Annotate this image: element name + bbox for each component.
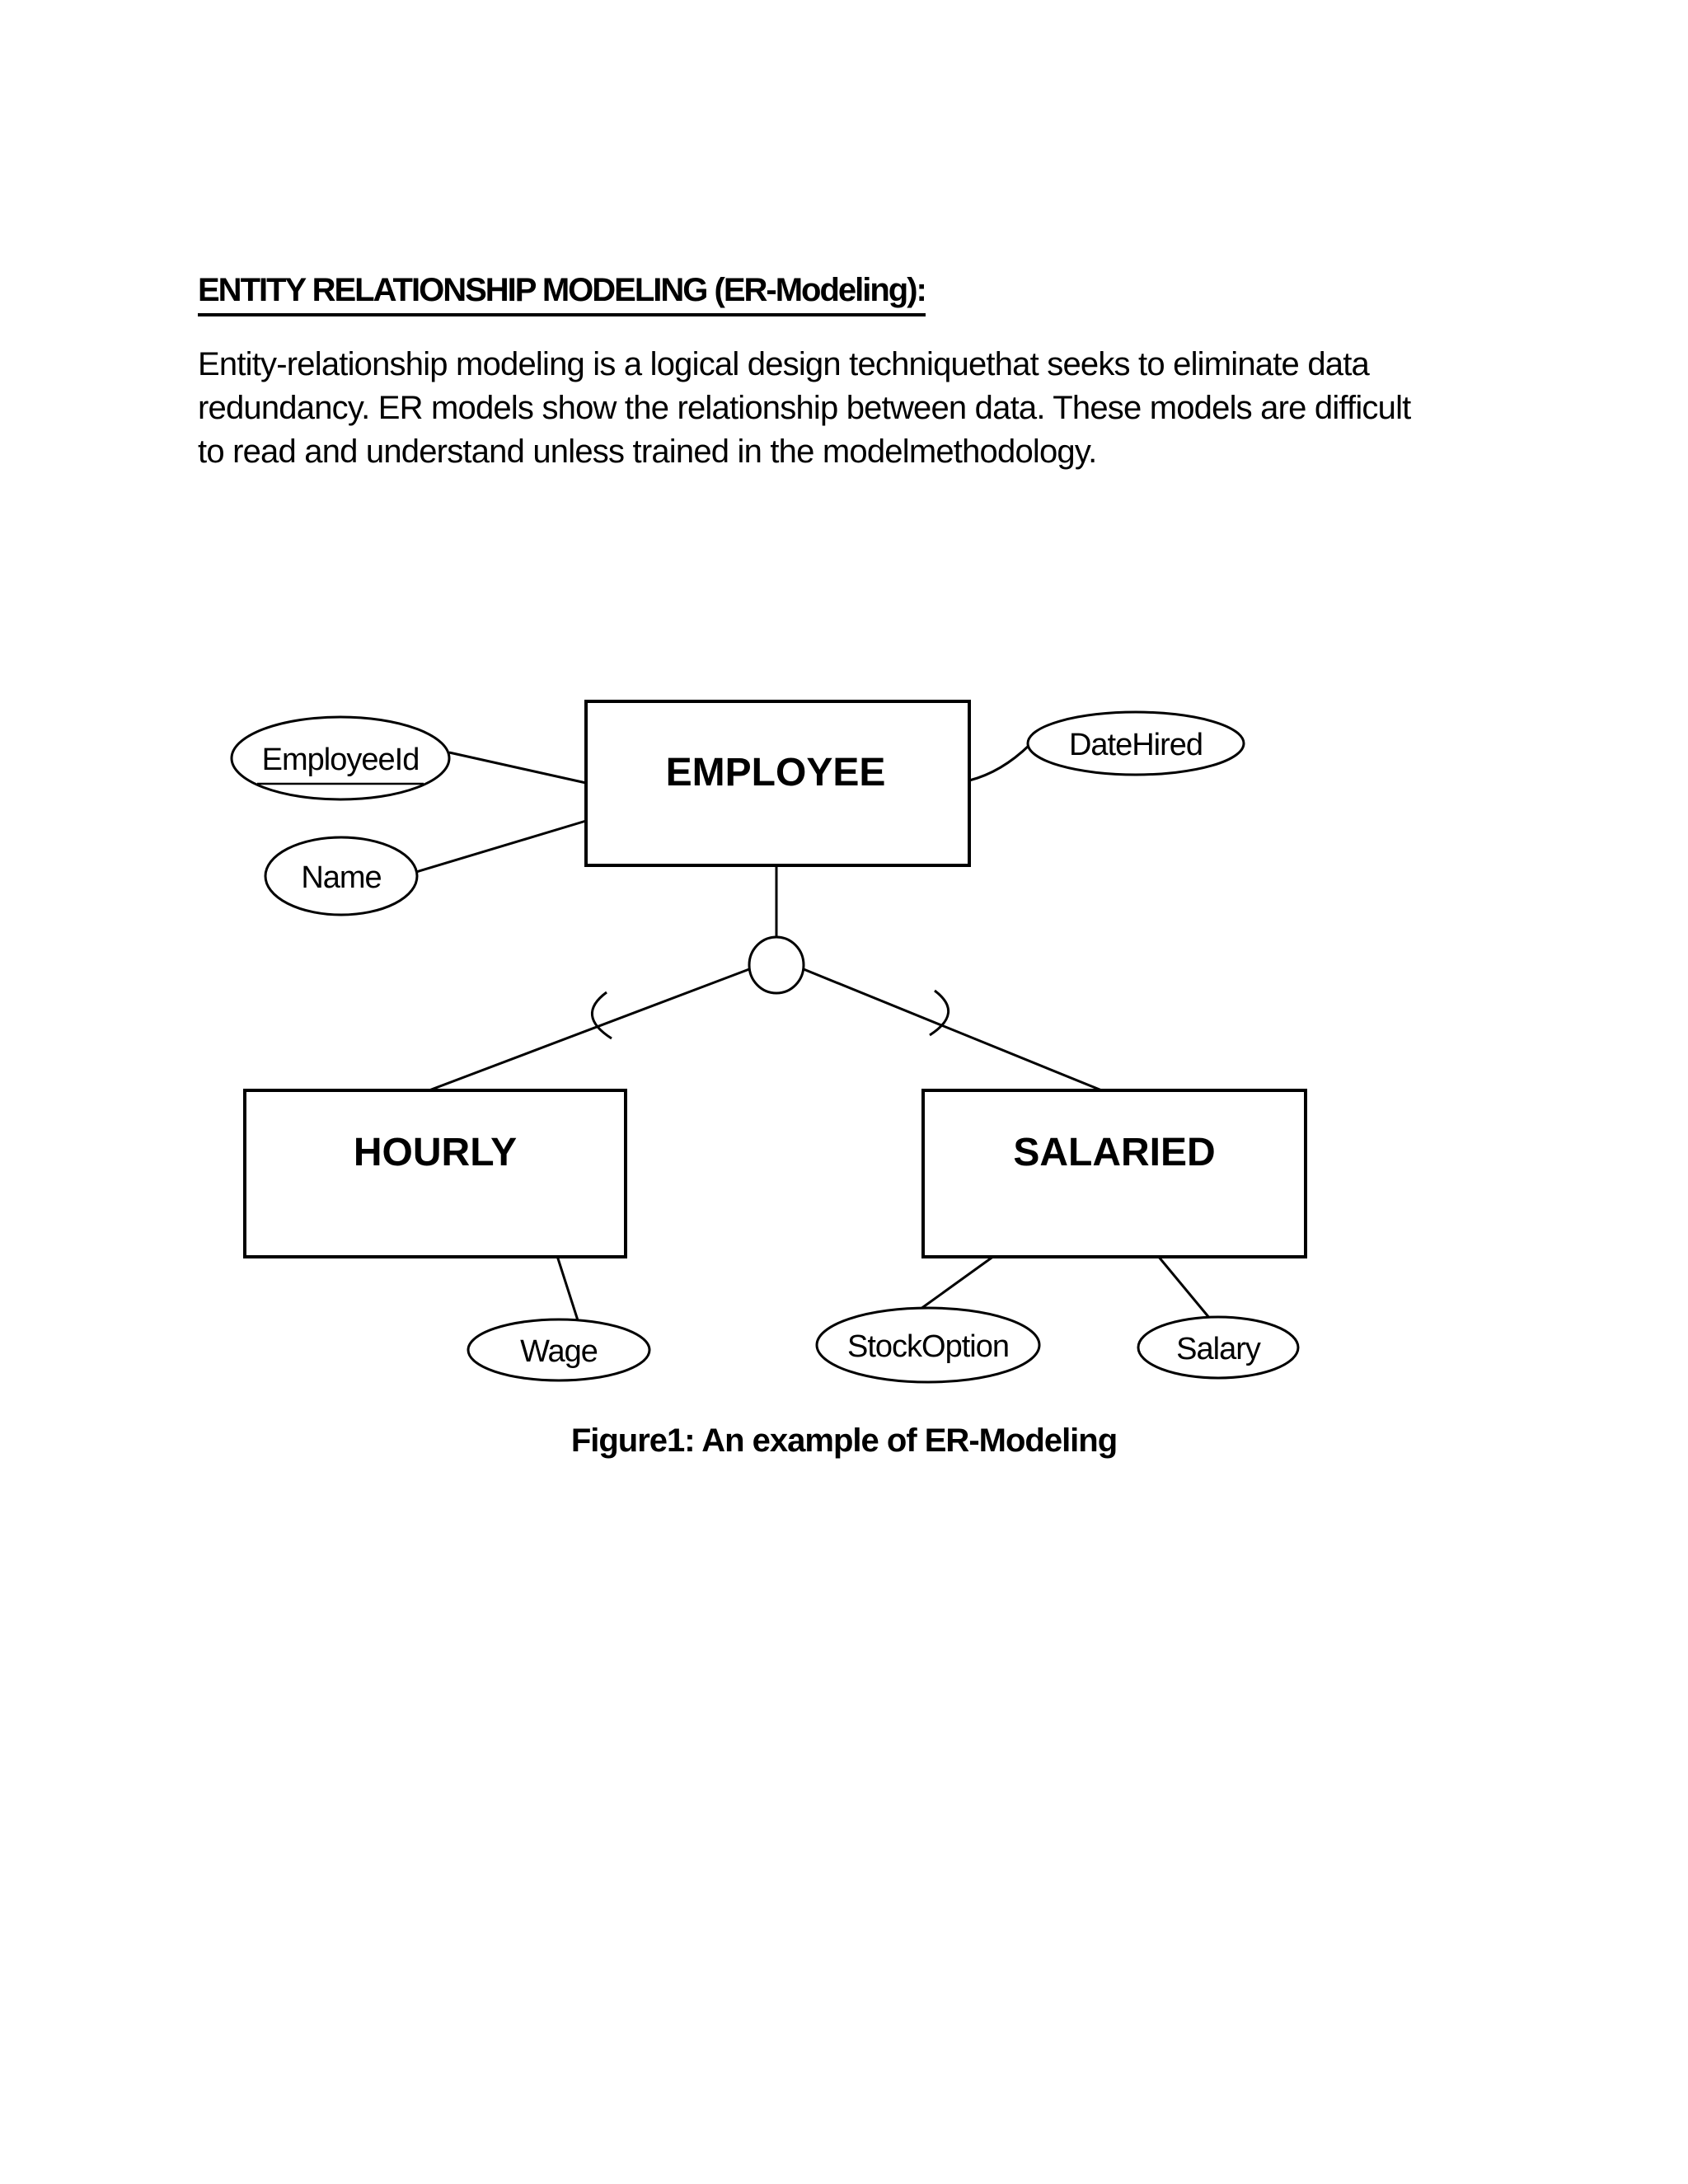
entity-hourly-box [243,1089,627,1258]
page-title: ENTITY RELATIONSHIP MODELING (ER-Modelin… [198,272,927,316]
subset-arc-left [591,991,612,1040]
attribute-name-label: Name [301,860,381,895]
subset-arc-right [929,989,950,1037]
attribute-stockoption-label: StockOption [847,1329,1009,1364]
entity-hourly-label: HOURLY [354,1131,517,1174]
body-paragraph: Entity-relationship modeling is a logica… [198,343,1411,474]
attribute-employeeid-ellipse [230,715,451,801]
connector-circle-hourly [426,968,750,1093]
paragraph-line: redundancy. ER models show the relations… [198,390,1411,426]
entity-employee-label: EMPLOYEE [666,751,886,794]
attribute-name-ellipse [264,836,419,916]
connector-salaried-salary [1156,1255,1212,1319]
attribute-datehired-label: DateHired [1069,728,1203,762]
attribute-wage-ellipse [467,1318,651,1382]
entity-employee-box [584,700,971,867]
connector-employeeid-employee [448,751,587,785]
attribute-salary-ellipse [1137,1315,1300,1380]
connector-circle-salaried [803,968,1104,1093]
connector-salaried-stockoption [917,1254,995,1313]
attribute-wage-label: Wage [520,1334,598,1369]
figure-caption: Figure1: An example of ER-Modeling [570,1422,1118,1459]
connector-employee-datehired [968,743,1031,782]
attribute-employeeid-label: EmployeeId [262,743,420,777]
attribute-datehired-ellipse [1026,710,1245,776]
attribute-salary-label: Salary [1176,1332,1261,1366]
paragraph-line: to read and understand unless trained in… [198,434,1097,470]
paragraph-line: Entity-relationship modeling is a logica… [198,346,1370,382]
connector-name-employee [415,819,587,874]
entity-salaried-label: SALARIED [1013,1131,1215,1174]
isa-circle [748,935,805,995]
connector-hourly-wage [556,1255,579,1321]
attribute-stockoption-ellipse [815,1306,1041,1384]
entity-salaried-box [921,1089,1307,1258]
